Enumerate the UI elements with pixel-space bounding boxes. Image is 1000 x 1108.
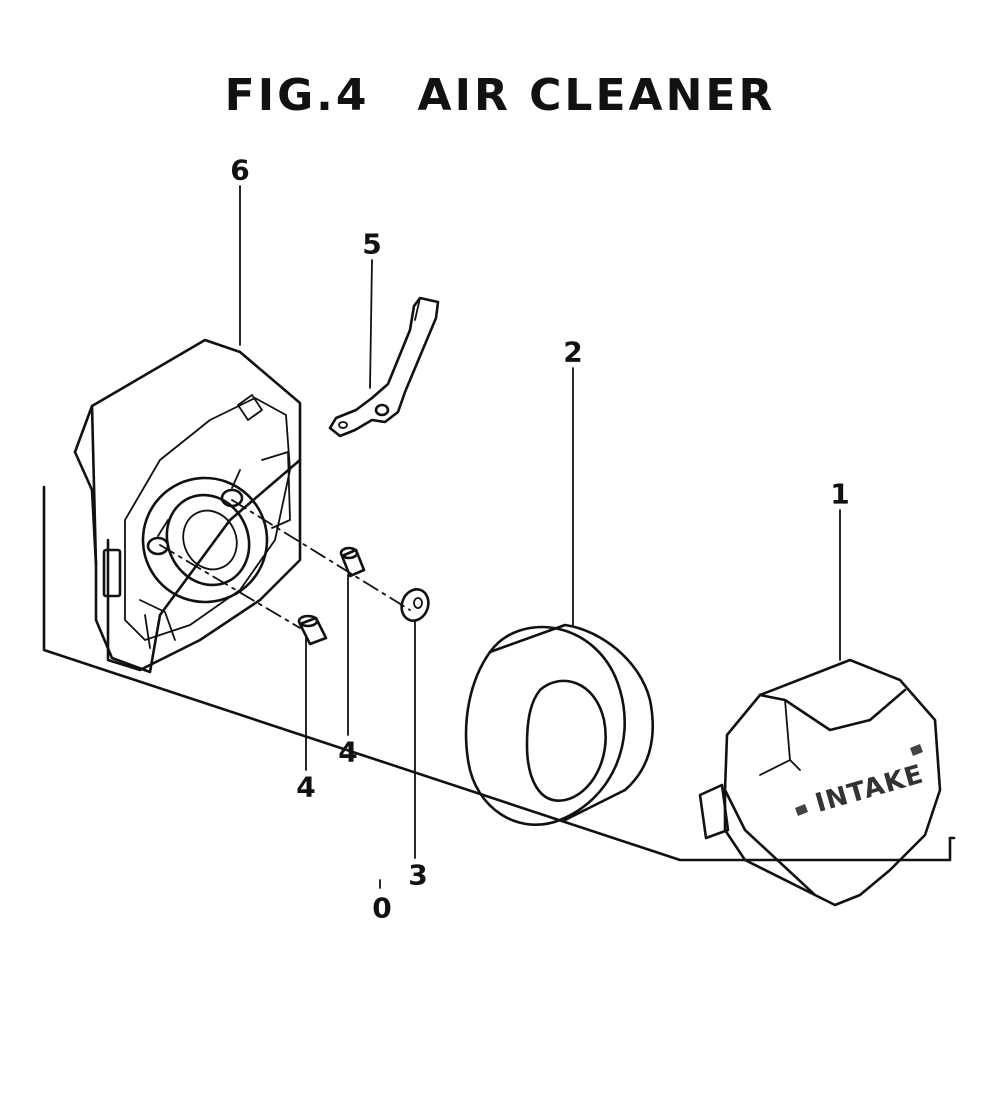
figure-number: FIG.4 xyxy=(224,70,370,121)
callout-part-1: 1 xyxy=(830,477,850,511)
element-ring-part-2 xyxy=(464,623,654,826)
callout-part-2: 2 xyxy=(563,335,583,369)
intake-cover-part-1 xyxy=(698,658,942,907)
collar-part-4a xyxy=(339,546,366,578)
callout-part-6: 6 xyxy=(230,153,250,187)
callout-part-0: 0 xyxy=(372,891,392,925)
figure-name: AIR CLEANER xyxy=(417,70,776,121)
callout-part-4b: 4 xyxy=(296,770,316,804)
figure-title: FIG.4 AIR CLEANER xyxy=(0,70,1000,121)
collar-part-4b xyxy=(297,614,328,646)
axis-line-lower xyxy=(159,544,301,629)
callout-part-5: 5 xyxy=(362,227,382,261)
callout-part-3: 3 xyxy=(408,858,428,892)
leader-part-5 xyxy=(369,259,373,389)
axis-line-upper xyxy=(231,499,411,611)
callout-part-4a: 4 xyxy=(338,735,358,769)
washer-part-3 xyxy=(400,588,430,622)
leader-lines xyxy=(159,185,841,889)
cleaner-base-part-6 xyxy=(73,338,302,674)
assembly-bracket xyxy=(42,485,956,862)
choke-lever-part-5 xyxy=(328,296,440,438)
